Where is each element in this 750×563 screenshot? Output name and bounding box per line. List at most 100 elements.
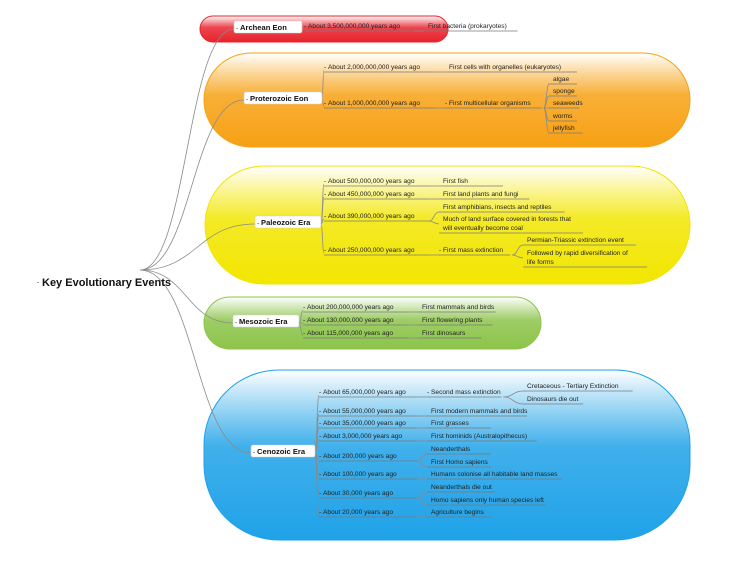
eon-cenozoic[interactable]: Cenozoic Era-About 65,000,000 years ago-… <box>250 383 633 518</box>
collapse-icon[interactable]: - <box>319 433 321 440</box>
event-time: About 20,000 years ago <box>323 509 393 516</box>
event-item: Agriculture begins <box>431 509 484 516</box>
connector <box>314 452 320 516</box>
collapse-icon[interactable]: - <box>324 247 326 254</box>
event[interactable]: About 130,000,000 years ago- First flower… <box>303 317 493 326</box>
collapse-icon[interactable]: - <box>427 389 429 396</box>
event-time: About 55,000,000 years ago <box>323 408 406 415</box>
event-time: About 2,000,000,000 years ago <box>328 64 420 71</box>
connector <box>320 196 325 225</box>
event-time: About 500,000,000 years ago <box>328 178 415 185</box>
event-item: First grasses <box>431 420 469 427</box>
event[interactable]: About 200,000 years ago-NeanderthalsFirs… <box>319 446 491 468</box>
connector <box>416 460 428 468</box>
connector <box>139 269 234 324</box>
event-time: About 3,000,000 years ago <box>323 433 403 440</box>
collapse-icon[interactable]: - <box>324 191 326 198</box>
event-item: First dinosaurs <box>422 330 466 337</box>
event[interactable]: About 115,000,000 years ago-First dinosa… <box>303 330 482 339</box>
collapse-icon[interactable]: - <box>303 317 305 324</box>
collapse-icon[interactable]: - <box>304 23 306 30</box>
event[interactable]: About 30,000 years ago-Neanderthals die … <box>319 484 547 506</box>
event-time: About 65,000,000 years ago <box>323 389 406 396</box>
sub-item: algae <box>553 76 569 83</box>
event[interactable]: About 1,000,000,000 years ago-First mult… <box>324 76 583 134</box>
event[interactable]: About 2,000,000,000 years ago-First cell… <box>324 64 577 73</box>
collapse-icon[interactable]: - <box>37 279 39 286</box>
event[interactable]: About 100,000 years ago-Humans colonise … <box>319 471 563 480</box>
collapse-icon[interactable]: - <box>324 64 326 71</box>
event[interactable]: About 250,000,000 years ago-First mass e… <box>324 237 647 268</box>
sub-item: worms <box>552 113 573 120</box>
event-item: Much of land surface covered in forests … <box>442 216 571 232</box>
collapse-icon[interactable]: - <box>439 247 441 254</box>
event[interactable]: About 450,000,000 years ago- First land p… <box>324 191 530 200</box>
event-item: Second mass extinction <box>431 389 501 396</box>
sub-item: sponge <box>553 88 575 95</box>
collapse-icon[interactable]: - <box>324 178 326 185</box>
eon-proterozoic[interactable]: Proterozoic Eon-About 2,000,000,000 year… <box>243 64 583 134</box>
connector <box>428 220 440 225</box>
collapse-icon[interactable]: - <box>319 509 321 516</box>
event[interactable]: About 35,000,000 years ago- First grasses <box>319 420 491 429</box>
event-time: About 35,000,000 years ago <box>323 420 406 427</box>
event-time: About 200,000 years ago <box>323 453 397 460</box>
event-item: Neanderthals die out <box>431 484 492 491</box>
collapse-icon[interactable]: - <box>319 408 321 415</box>
connector <box>298 322 304 337</box>
connectors <box>139 28 550 518</box>
collapse-icon[interactable]: - <box>319 453 321 460</box>
eon-paleozoic[interactable]: Paleozoic Era-About 500,000,000 years ag… <box>254 178 647 268</box>
collapse-icon[interactable]: - <box>445 100 447 107</box>
event-item: First hominids (Australopithecus) <box>431 433 527 440</box>
event-item: Humans colonise all habitable land masse… <box>431 471 558 478</box>
sub-item: jellyfish <box>552 125 575 132</box>
mesozoic-background <box>203 296 542 350</box>
event-item: First land plants and fungi <box>443 191 519 198</box>
event-item: First mass extinction <box>443 247 503 254</box>
event[interactable]: About 3,500,000,000 years ago-First bact… <box>304 23 518 32</box>
collapse-icon[interactable]: - <box>253 449 255 456</box>
event-time: About 3,500,000,000 years ago <box>308 23 400 30</box>
event[interactable]: About 55,000,000 years ago-First modern … <box>319 408 528 417</box>
collapse-icon[interactable]: - <box>236 25 238 32</box>
connector <box>139 269 252 454</box>
event[interactable]: About 390,000,000 years ago-First amphib… <box>324 204 583 234</box>
collapse-icon[interactable]: - <box>303 330 305 337</box>
connector <box>503 396 524 405</box>
collapse-icon[interactable]: - <box>324 213 326 220</box>
collapse-icon[interactable]: - <box>235 319 237 326</box>
collapse-icon[interactable]: - <box>319 389 321 396</box>
connector <box>139 223 256 271</box>
eon-archean[interactable]: Archean Eon-About 3,500,000,000 years ag… <box>233 20 518 34</box>
collapse-icon[interactable]: - <box>257 220 259 227</box>
event[interactable]: About 65,000,000 years ago-Second mass e… <box>319 383 633 405</box>
eon-label: Mesozoic Era <box>239 317 288 326</box>
event[interactable]: About 200,000,000 years ago-First mammal… <box>303 304 496 313</box>
connector <box>139 99 245 271</box>
collapse-icon[interactable]: - <box>319 490 321 497</box>
event[interactable]: About 500,000,000 years ago-First fish <box>324 178 503 187</box>
eon-label: Archean Eon <box>240 23 287 32</box>
event-time: About 450,000,000 years ago <box>328 191 415 198</box>
collapse-icon[interactable]: - <box>246 96 248 103</box>
cenozoic-background <box>203 369 691 541</box>
collapse-icon[interactable]: - <box>319 420 321 427</box>
eon-label-box <box>243 91 323 105</box>
event-time: About 1,000,000,000 years ago <box>328 100 420 107</box>
eon-mesozoic[interactable]: Mesozoic Era-About 200,000,000 years ago… <box>232 304 496 339</box>
sub-item: Cretaceous - Tertiary Extinction <box>527 383 619 390</box>
collapse-icon[interactable]: - <box>324 100 326 107</box>
event[interactable]: About 20,000 years ago- Agriculture begin… <box>319 509 491 518</box>
collapse-icon[interactable]: - <box>303 304 305 311</box>
collapse-icon[interactable]: - <box>319 471 321 478</box>
era-backgrounds <box>199 15 691 541</box>
event-item: First mammals and birds <box>422 304 495 311</box>
event[interactable]: About 3,000,000 years ago- First hominids… <box>319 433 537 442</box>
event-item: First flowering plants <box>422 317 483 324</box>
event-item: First amphibians, insects and reptiles <box>443 204 552 211</box>
event-item: Neanderthals <box>431 446 471 453</box>
event-time: About 130,000,000 years ago <box>307 317 394 324</box>
